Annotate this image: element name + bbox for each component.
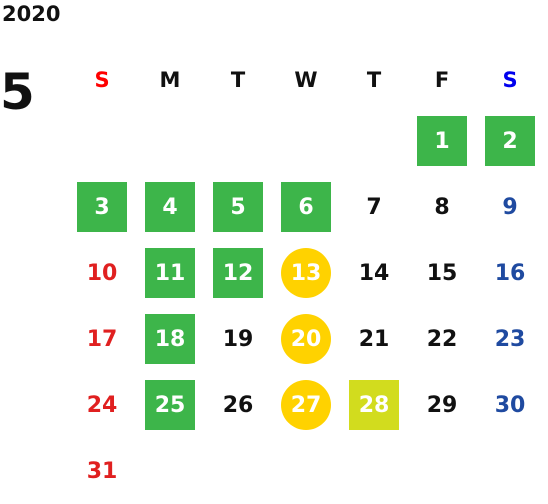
day-cell[interactable]: 25 [136,372,204,438]
year-label: 2020 [2,2,61,26]
day-number: 2 [485,116,535,166]
day-number: 29 [426,392,458,418]
weekday-header-thursday: T [366,68,382,92]
day-cell[interactable]: 9 [476,174,544,240]
day-cell[interactable]: 30 [476,372,544,438]
weekday-header-saturday: S [502,68,518,92]
day-number: 3 [77,182,127,232]
day-cell[interactable]: 13 [272,240,340,306]
day-number: 25 [145,380,195,430]
day-cell[interactable]: 23 [476,306,544,372]
day-cell[interactable]: 31 [68,438,136,504]
day-cell[interactable]: 19 [204,306,272,372]
day-cell[interactable]: 16 [476,240,544,306]
day-number: 24 [86,392,118,418]
day-cell[interactable]: 14 [340,240,408,306]
weekday-header-monday: M [159,68,181,92]
day-number: 16 [494,260,526,286]
day-number: 14 [358,260,390,286]
day-cell[interactable]: 24 [68,372,136,438]
day-number: 13 [281,248,331,298]
day-cell[interactable]: 26 [204,372,272,438]
day-cell[interactable]: 2 [476,108,544,174]
day-cell[interactable]: 7 [340,174,408,240]
day-cell[interactable]: 17 [68,306,136,372]
day-cell[interactable]: 27 [272,372,340,438]
day-cell[interactable]: 8 [408,174,476,240]
day-number: 30 [494,392,526,418]
day-cell[interactable]: 15 [408,240,476,306]
day-cell[interactable]: 10 [68,240,136,306]
day-number: 6 [281,182,331,232]
day-number: 27 [281,380,331,430]
day-number: 15 [426,260,458,286]
day-number: 22 [426,326,458,352]
day-cell[interactable]: 20 [272,306,340,372]
day-cell[interactable]: 11 [136,240,204,306]
day-cell[interactable]: 4 [136,174,204,240]
day-number: 4 [145,182,195,232]
day-cell[interactable]: 21 [340,306,408,372]
day-number: 17 [86,326,118,352]
day-cell[interactable]: 12 [204,240,272,306]
day-number: 23 [494,326,526,352]
day-cell[interactable]: 5 [204,174,272,240]
day-number: 28 [349,380,399,430]
weekday-header-wednesday: W [294,68,318,92]
day-number: 12 [213,248,263,298]
day-number: 20 [281,314,331,364]
day-cell[interactable]: 22 [408,306,476,372]
day-number: 7 [366,194,382,220]
day-number: 31 [86,458,118,484]
day-cell[interactable]: 28 [340,372,408,438]
day-cell[interactable]: 29 [408,372,476,438]
weekday-header-tuesday: T [230,68,246,92]
day-number: 1 [417,116,467,166]
day-number: 11 [145,248,195,298]
day-cell[interactable]: 3 [68,174,136,240]
day-cell[interactable]: 1 [408,108,476,174]
day-number: 10 [86,260,118,286]
day-number: 21 [358,326,390,352]
day-number: 5 [213,182,263,232]
day-number: 8 [434,194,450,220]
weekday-header-sunday: S [94,68,110,92]
day-cell[interactable]: 18 [136,306,204,372]
month-label: 5 [0,63,35,121]
day-number: 26 [222,392,254,418]
day-number: 18 [145,314,195,364]
day-number: 19 [222,326,254,352]
day-number: 9 [502,194,518,220]
day-cell[interactable]: 6 [272,174,340,240]
weekday-header-friday: F [434,68,450,92]
